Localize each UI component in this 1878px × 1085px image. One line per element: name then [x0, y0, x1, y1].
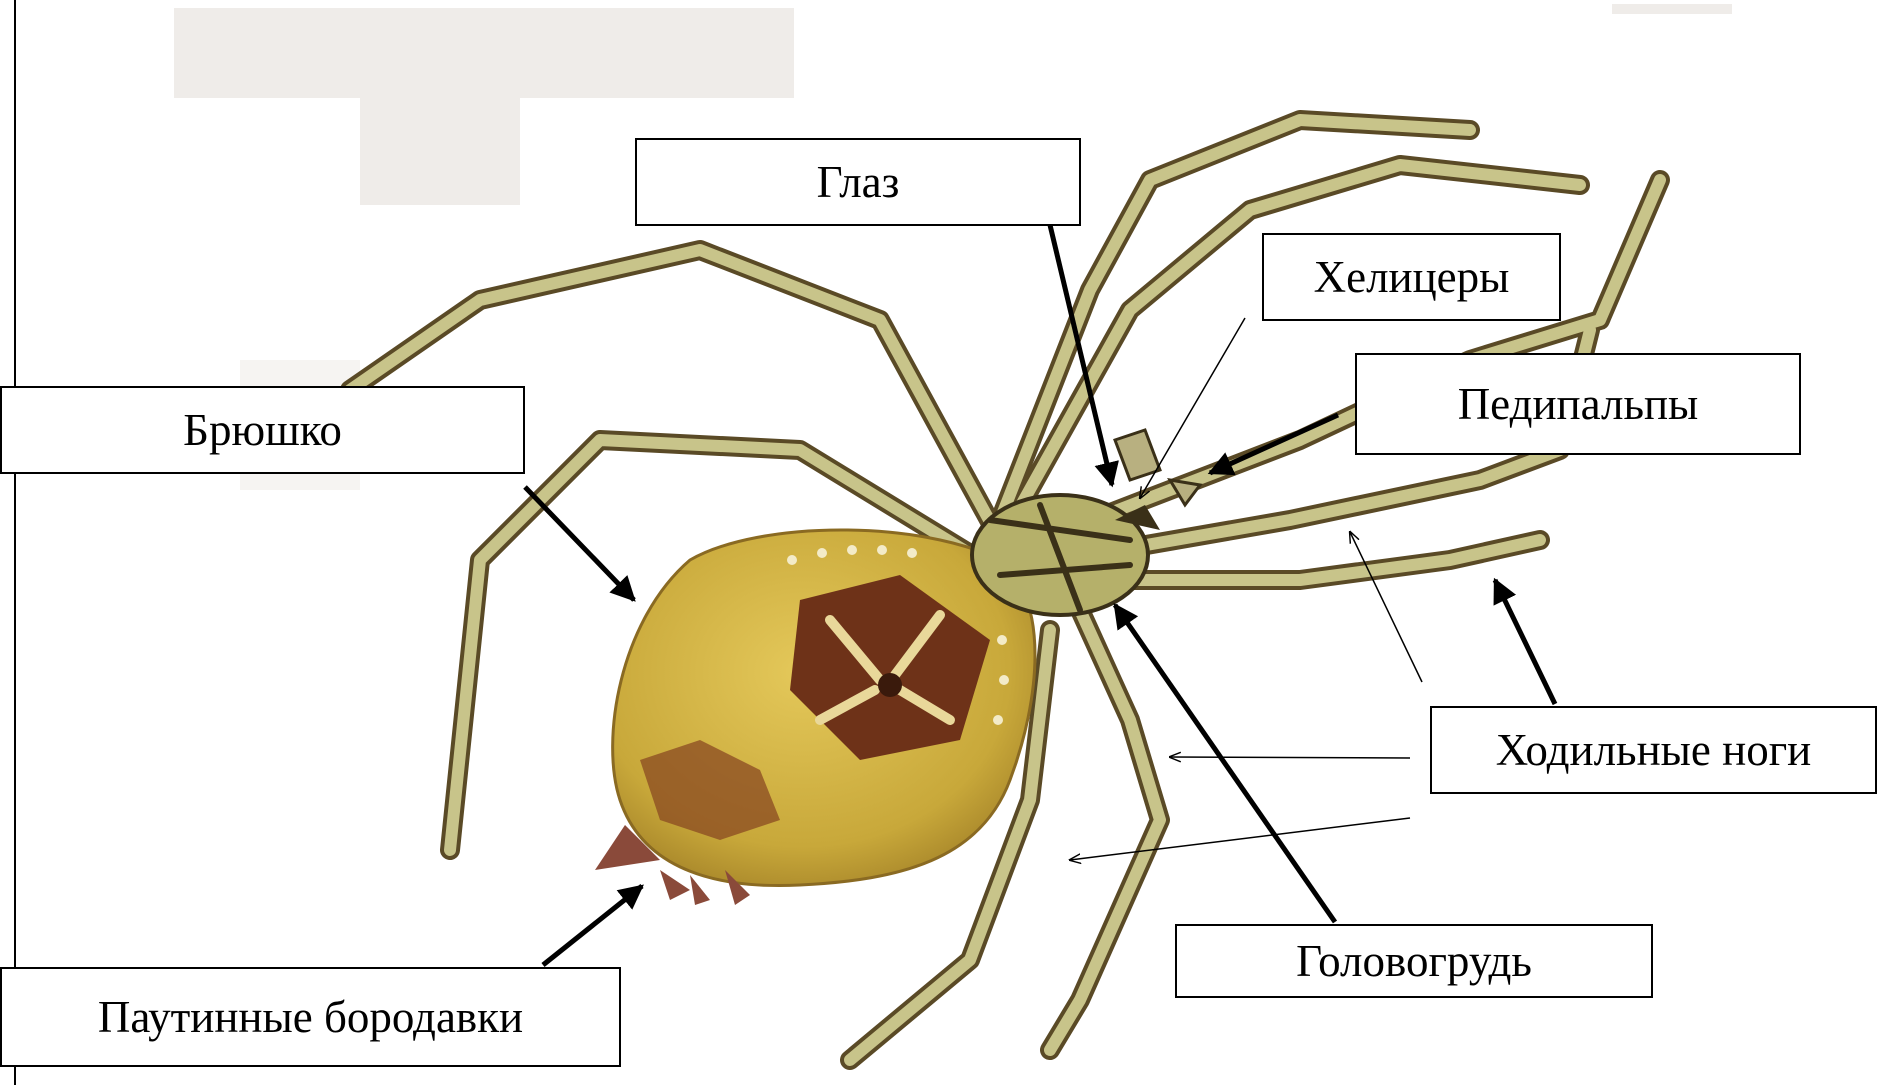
label-walking-legs: Ходильные ноги — [1430, 706, 1877, 794]
arrow-walking-legs-3 — [1170, 757, 1410, 758]
arrow-pedipalps — [1210, 415, 1338, 473]
label-cephalothorax: Головогрудь — [1175, 924, 1653, 998]
label-abdomen: Брюшко — [0, 386, 525, 474]
arrow-walking-legs-4 — [1070, 818, 1410, 860]
arrow-walking-legs-2 — [1495, 580, 1555, 704]
label-spinnerets: Паутинные бородавки — [0, 967, 621, 1067]
spider-abdomen — [613, 530, 1035, 886]
arrow-abdomen — [525, 487, 634, 600]
label-eye: Глаз — [635, 138, 1081, 226]
arrow-walking-legs-1 — [1350, 532, 1422, 682]
arrow-spinnerets — [543, 886, 642, 965]
label-pedipalps: Педипальпы — [1355, 353, 1801, 455]
label-chelicerae: Хелицеры — [1262, 233, 1561, 321]
